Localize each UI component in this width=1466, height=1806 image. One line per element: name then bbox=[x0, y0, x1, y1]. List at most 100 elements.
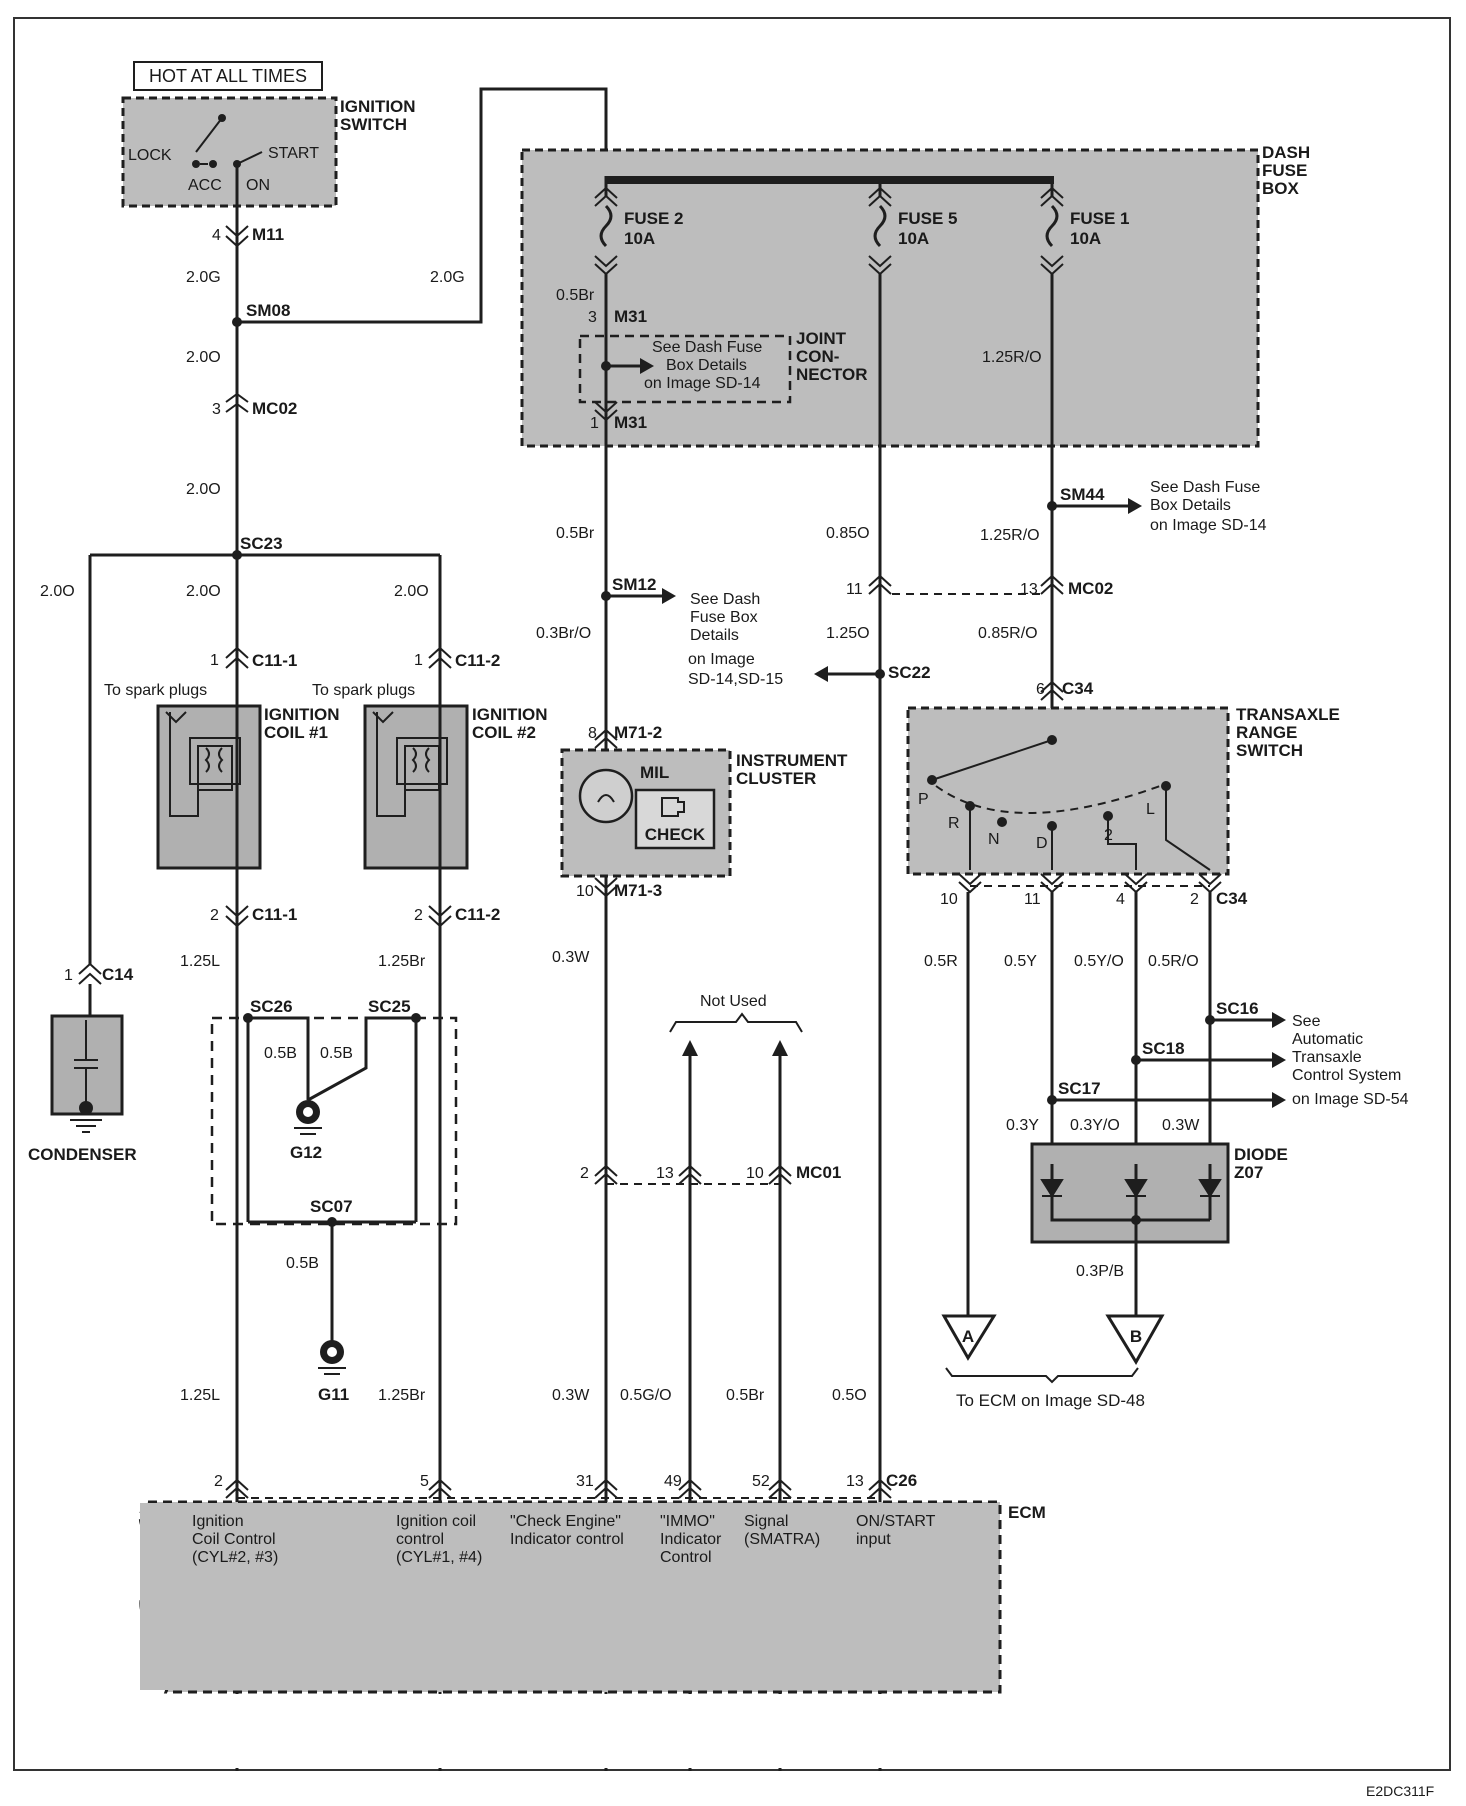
joint-connector-title1: JOINT bbox=[796, 329, 847, 348]
to-ecm-brace bbox=[945, 1367, 1139, 1384]
joint-note-2: Box Details bbox=[666, 357, 747, 374]
pin-c26-5: 5 bbox=[420, 1473, 429, 1490]
pin-mc01-2: 2 bbox=[580, 1165, 589, 1182]
trs-title2: RANGE bbox=[1236, 723, 1297, 742]
not-used-label: Not Used bbox=[700, 993, 767, 1010]
sc22-arrowhead bbox=[814, 666, 828, 682]
connector-c34-bottom-symbols bbox=[958, 873, 1222, 894]
pin-c34-2: 2 bbox=[1190, 891, 1199, 908]
diagram-frame bbox=[13, 17, 1451, 1771]
connector-m11-label: M11 bbox=[252, 225, 284, 244]
wire-125br-b: 1.25Br bbox=[378, 1387, 426, 1404]
splice-sm12-label: SM12 bbox=[612, 575, 656, 594]
not-used-brace bbox=[669, 1012, 803, 1033]
wire-03w-diode: 0.3W bbox=[1162, 1117, 1200, 1134]
connector-c14-label: C14 bbox=[102, 965, 134, 984]
connector-mc02-right-label: MC02 bbox=[1068, 579, 1113, 598]
wire-trs-outputs bbox=[966, 892, 1212, 1320]
ecm-pin2-desc-3: (CYL#2, #3) bbox=[192, 1549, 278, 1566]
wire-085ro: 0.85R/O bbox=[978, 625, 1038, 642]
ignition-switch-contacts bbox=[192, 114, 263, 206]
mil-filament-icon bbox=[597, 794, 615, 803]
sc16-arrowhead bbox=[1272, 1012, 1286, 1028]
connector-c11-2-bottom bbox=[428, 905, 452, 928]
wire-125l-a: 1.25L bbox=[180, 953, 220, 970]
pin-c34-4: 4 bbox=[1116, 891, 1125, 908]
splice-sc22-label: SC22 bbox=[888, 663, 931, 682]
splice-sc23-label: SC23 bbox=[240, 534, 283, 553]
condenser-label: CONDENSER bbox=[28, 1145, 137, 1164]
coil2-title2: COIL #2 bbox=[472, 723, 536, 742]
splice-sc18-label: SC18 bbox=[1142, 1039, 1185, 1058]
connector-c34-top-label: C34 bbox=[1062, 679, 1094, 698]
connector-c34-6-symbol bbox=[1040, 680, 1064, 701]
ground-splice-box bbox=[210, 1016, 458, 1226]
connector-mc02-left-label: MC02 bbox=[252, 399, 297, 418]
wire-05br-b: 0.5Br bbox=[556, 525, 595, 542]
wire-sm08-to-fuse2 bbox=[237, 87, 608, 324]
trs-2-label: 2 bbox=[1104, 827, 1113, 844]
tcs-note-2: Automatic bbox=[1292, 1031, 1363, 1048]
tcs-note-5: on Image SD-54 bbox=[1292, 1091, 1409, 1108]
switch-on-label: ON bbox=[246, 177, 270, 194]
cluster-title1: INSTRUMENT bbox=[736, 751, 848, 770]
check-engine-icon bbox=[661, 797, 685, 817]
fuse1-icon bbox=[1040, 186, 1064, 276]
wire-03w-a: 0.3W bbox=[552, 949, 590, 966]
ecm-pin31-desc-1: "Check Engine" bbox=[510, 1513, 621, 1530]
pin-c26-13: 13 bbox=[846, 1473, 864, 1490]
ecm-pin49-desc-3: Control bbox=[660, 1549, 712, 1566]
tcs-note-3: Transaxle bbox=[1292, 1049, 1362, 1066]
wire-085o: 0.85O bbox=[826, 525, 870, 542]
joint-connector-box bbox=[578, 334, 792, 404]
joint-connector-arrowhead bbox=[640, 358, 654, 374]
ignition-switch-box bbox=[121, 96, 338, 208]
coil2-spark-label: To spark plugs bbox=[312, 682, 415, 699]
fuse2-rating: 10A bbox=[624, 229, 655, 248]
ecm-pin13-desc-1: ON/START bbox=[856, 1513, 936, 1530]
bottom-cover-2 bbox=[0, 1771, 1466, 1806]
ecm-pin5-desc-1: Ignition coil bbox=[396, 1513, 476, 1530]
joint-connector-title2: CON- bbox=[796, 347, 839, 366]
wire-125ro-b: 1.25R/O bbox=[980, 527, 1040, 544]
splice-sc25 bbox=[411, 1013, 421, 1023]
diode-icons bbox=[1040, 1164, 1222, 1225]
ecm-pin52-desc-1: Signal bbox=[744, 1513, 788, 1530]
offpage-arrow-b bbox=[1105, 1314, 1165, 1365]
condenser-icon bbox=[70, 1020, 102, 1133]
ignition-coil-1 bbox=[156, 704, 262, 870]
pin-c34-6: 6 bbox=[1036, 681, 1045, 698]
sc18-arrowhead bbox=[1272, 1052, 1286, 1068]
dash-fuse-box-title1: DASH bbox=[1262, 143, 1310, 162]
dash-fuse-box-title2: FUSE bbox=[1262, 161, 1307, 180]
pin-c26-31: 31 bbox=[576, 1473, 594, 1490]
wire-05br-a: 0.5Br bbox=[556, 287, 595, 304]
coil2-title1: IGNITION bbox=[472, 705, 548, 724]
hot-at-all-times-label: HOT AT ALL TIMES bbox=[149, 66, 307, 86]
joint-note-1: See Dash Fuse bbox=[652, 339, 762, 356]
wire-05o: 0.5O bbox=[832, 1387, 867, 1404]
splice-sc25-label: SC25 bbox=[368, 997, 411, 1016]
sm44-note-1: See Dash Fuse bbox=[1150, 479, 1260, 496]
sc22-note-1: on Image bbox=[688, 651, 755, 668]
ignition-switch-title1: IGNITION bbox=[340, 97, 416, 116]
fuse-busbar bbox=[606, 176, 1054, 184]
wire-05br-c: 0.5Br bbox=[726, 1387, 765, 1404]
pin-c11-1-bottom: 2 bbox=[210, 907, 219, 924]
connector-c26-symbols bbox=[225, 1478, 892, 1499]
dash-fuse-box-title3: BOX bbox=[1262, 179, 1300, 198]
pin-c26-49: 49 bbox=[664, 1473, 682, 1490]
dash-fuse-box bbox=[520, 148, 1260, 448]
wire-05yo: 0.5Y/O bbox=[1074, 953, 1124, 970]
mil-label: MIL bbox=[640, 763, 669, 782]
wire-20g-right: 2.0G bbox=[430, 269, 465, 286]
wire-125br-a: 1.25Br bbox=[378, 953, 426, 970]
coil1-title2: COIL #1 bbox=[264, 723, 328, 742]
pin-c26-52: 52 bbox=[752, 1473, 770, 1490]
ecm-pin5-desc-3: (CYL#1, #4) bbox=[396, 1549, 482, 1566]
wire-05y: 0.5Y bbox=[1004, 953, 1037, 970]
connector-m31-top-label: M31 bbox=[614, 307, 647, 326]
wire-03w-b: 0.3W bbox=[552, 1387, 590, 1404]
offpage-arrow-b-label: B bbox=[1130, 1327, 1142, 1346]
ecm-pin2-desc-1: Ignition bbox=[192, 1513, 244, 1530]
